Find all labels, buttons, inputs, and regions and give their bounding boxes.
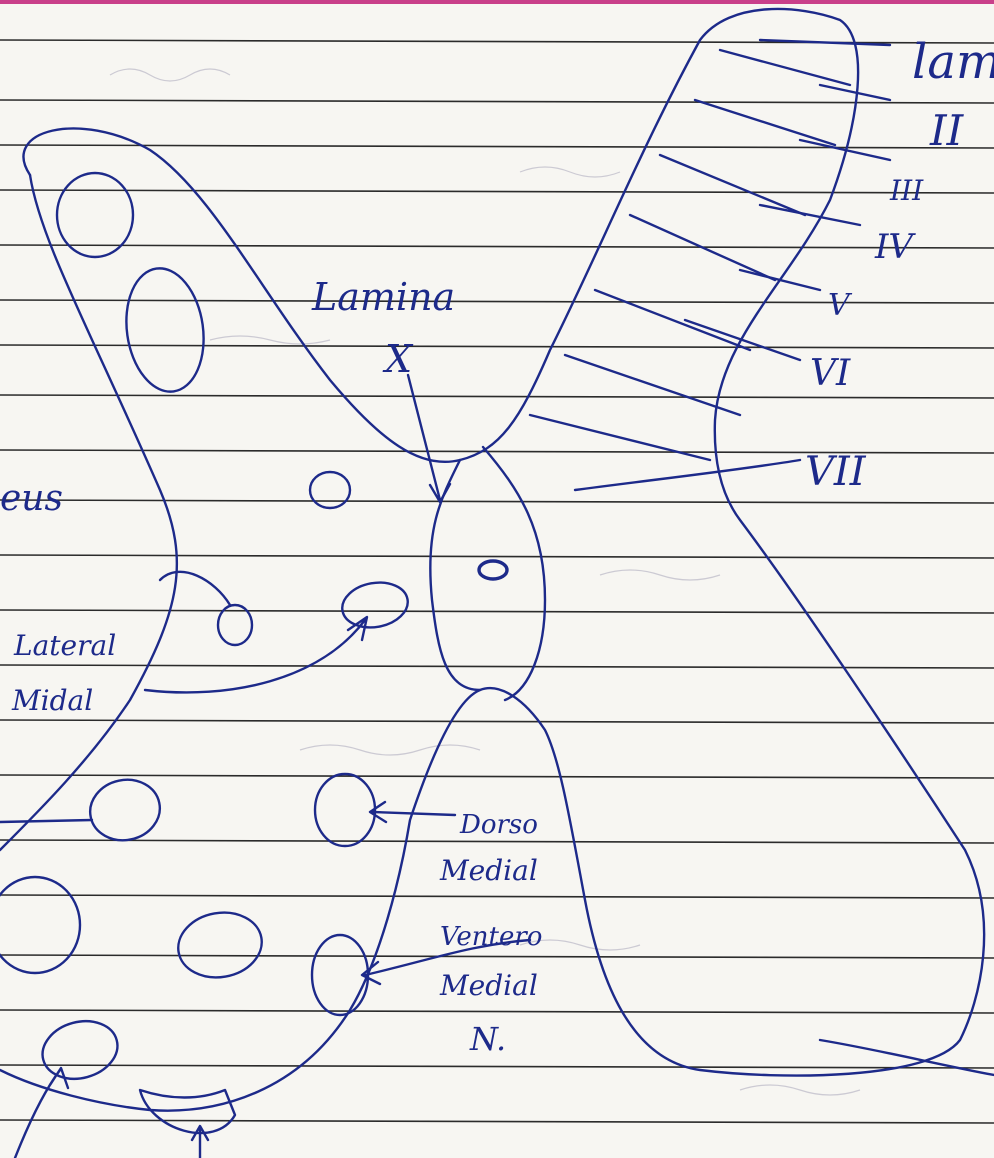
label-lamina-top: lam bbox=[912, 34, 994, 90]
label-ventero-medial-2: Medial bbox=[439, 969, 538, 1002]
label-lamina-x-name: Lamina bbox=[311, 275, 455, 319]
top-margin-line bbox=[0, 0, 994, 4]
label-lamina-iii: III bbox=[889, 174, 924, 207]
label-middle-nucleus: Midal bbox=[11, 684, 93, 717]
label-dorso-medial-2: Medial bbox=[439, 854, 538, 887]
label-ventero-medial-1: Ventero bbox=[440, 922, 542, 952]
label-dorso-medial-1: Dorso bbox=[459, 810, 538, 840]
label-lamina-iv: IV bbox=[874, 227, 916, 267]
label-lamina-vi: VI bbox=[810, 353, 851, 394]
label-ventero-medial-3: N. bbox=[469, 1020, 506, 1058]
label-lateral-nucleus: Lateral bbox=[13, 629, 116, 662]
label-lamina-vii: VII bbox=[805, 449, 867, 495]
label-lamina-ii: II bbox=[929, 106, 965, 155]
label-nucleus-fragment: eus bbox=[0, 478, 63, 519]
label-lamina-x-numeral: X bbox=[382, 337, 414, 381]
label-lamina-v: V bbox=[828, 288, 853, 323]
